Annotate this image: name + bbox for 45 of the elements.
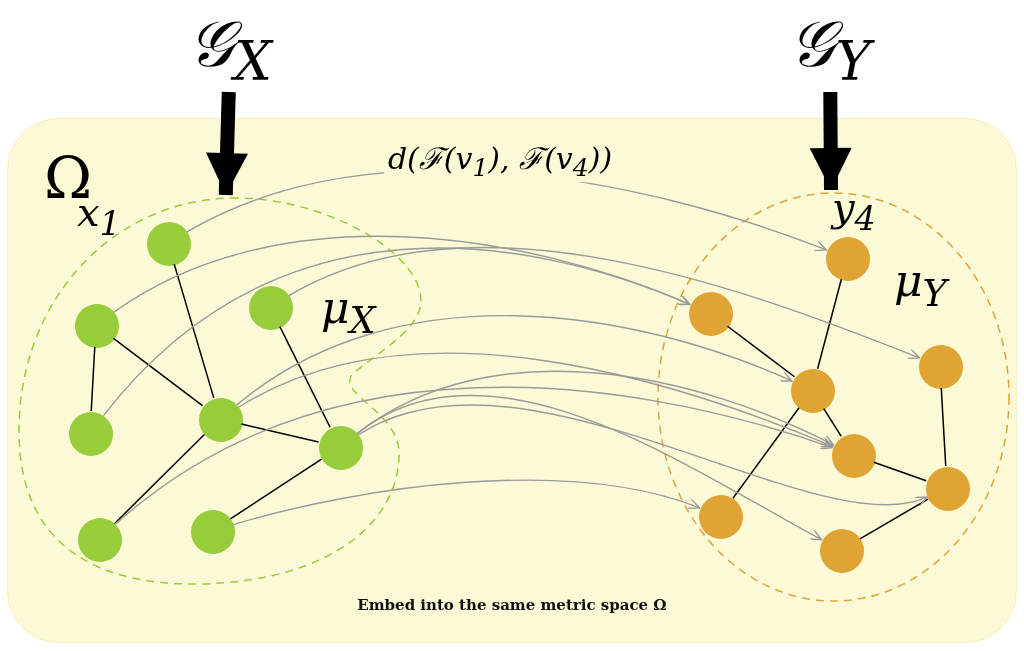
graph-edge [816,278,843,370]
graph-edge [873,461,927,482]
graph-edge [113,433,206,525]
graph-edge [859,498,929,540]
graph-label: 𝒢$_{X}$ [165,8,295,92]
graph-vertex [689,292,733,336]
graph-edge [940,387,947,467]
graph-vertex [820,529,864,573]
mapping-arrow [232,479,701,526]
graph-edge [279,325,331,429]
graph-vertex [926,467,970,511]
graph-vertex [791,369,835,413]
mapping-arrow [237,352,834,448]
big-arrow [206,91,248,196]
graph-edge [823,407,842,438]
graph-vertex [699,495,743,539]
big-arrow [809,91,852,191]
mapping-arrow [288,246,921,360]
graph-vertex [199,398,243,442]
graph-vertex [319,426,363,470]
graph-edge [732,407,800,499]
mapping-arrow [357,404,928,506]
graph-vertex [69,412,113,456]
graph-vertex [78,518,122,562]
graph-edge [240,423,320,443]
region-label: Embed into the same metric space Ω [357,596,667,614]
graph-vertex [75,304,119,348]
graph-edge [726,325,796,378]
mapping-arrow [102,247,691,417]
graph-edge [229,458,323,520]
graph-label: 𝒢$_{Y}$ [765,8,895,92]
graph-vertex [191,510,235,554]
graph-edge [90,346,96,412]
mapping-arrow [356,394,823,541]
node-label: y$_{4}$ [832,187,876,236]
mapping-arrow [114,387,833,525]
mapping-arrow [236,315,793,406]
graph-vertex [919,345,963,389]
mapping-arrow [356,370,835,446]
graph-edge [112,337,204,407]
graph-vertex [832,434,876,478]
distribution-label: μ$_{X}$ [321,286,376,340]
graph-edge [173,263,215,399]
metric-space-region [7,118,1017,643]
graph-vertex [249,286,293,330]
